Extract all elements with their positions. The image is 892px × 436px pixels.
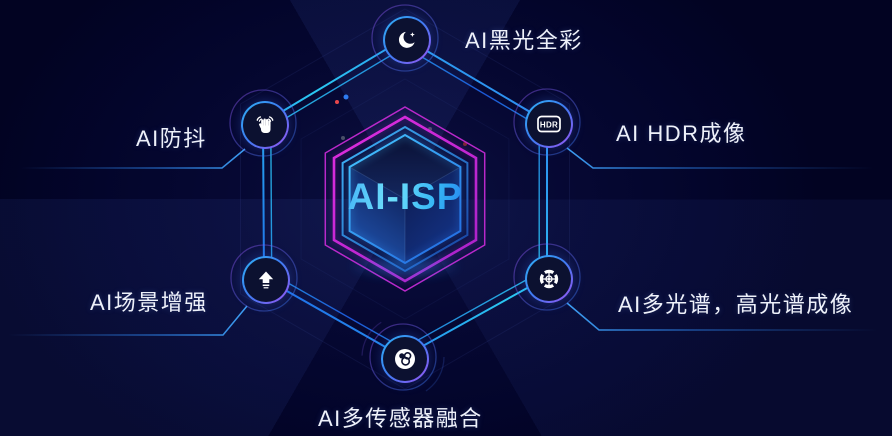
label-sensor-fusion: AI多传感器融合 [318, 406, 483, 431]
center-title: AI-ISP [323, 176, 487, 218]
target-icon [537, 267, 561, 291]
label-stabilization: AI防抖 [136, 126, 207, 151]
moon-star-icon [395, 28, 419, 52]
sensor-fusion-icon [393, 347, 417, 371]
node-spectral [525, 255, 573, 303]
arrow-up-icon [254, 268, 278, 292]
label-spectral: AI多光谱，高光谱成像 [618, 292, 854, 317]
label-scene-enhance: AI场景增强 [90, 290, 208, 315]
background-hexagons [240, 8, 570, 390]
label-underlines [8, 147, 876, 336]
label-hdr: AI HDR成像 [616, 121, 747, 146]
label-blacklight: AI黑光全彩 [465, 28, 583, 53]
node-sensor-fusion [381, 335, 429, 383]
node-hdr: HDR [525, 100, 573, 148]
node-blacklight [383, 16, 431, 64]
waving-hand-icon [253, 113, 277, 137]
node-outer-rings [229, 4, 581, 399]
hdr-icon-text: HDR [540, 120, 558, 129]
center-hexagon [324, 106, 486, 292]
node-stabilization [241, 101, 289, 149]
node-scene-enhance [242, 256, 290, 304]
hdr-badge-icon: HDR [536, 112, 562, 136]
